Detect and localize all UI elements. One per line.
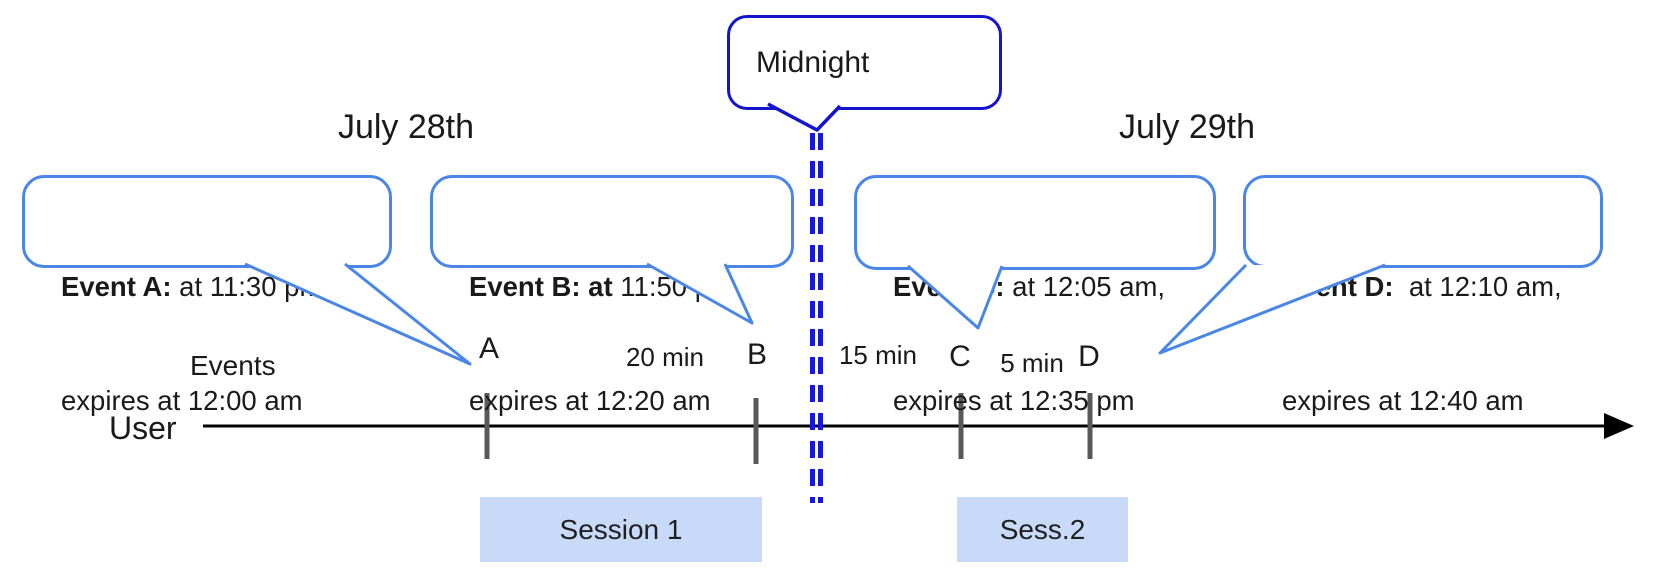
event-b-time: 11:50 pm, [612,271,741,302]
session-2-box: Sess.2 [957,497,1128,562]
event-d-title: Event D: [1282,271,1394,302]
mark-label-c: C [949,340,971,373]
event-c-title: Event C: [893,271,1005,302]
event-d-expiry: expires at 12:40 am [1282,385,1524,416]
midnight-callout: Midnight [727,15,1002,110]
mark-label-b: B [746,338,768,371]
event-d-line1: Event D: at 12:10 am, [1282,268,1600,306]
event-c-line1: Event C: at 12:05 am, [893,268,1213,306]
mark-label-a: A [478,332,500,365]
interval-label-20min: 20 min [625,342,705,372]
event-a-title: Event A: [61,271,172,302]
event-d-time: at 12:10 am, [1393,271,1562,302]
session-2-label: Sess.2 [999,513,1086,545]
session-1-box: Session 1 [480,497,762,562]
user-row-label: User [109,410,177,446]
event-b-expiry: expires at 12:20 am [469,385,711,416]
event-a-line1: Event A: at 11:30 pm, [61,268,389,306]
event-b-callout: Event B: at 11:50 pm, expires at 12:20 a… [430,175,794,416]
timeline-arrowhead-icon [1604,413,1634,439]
interval-label-15min: 15 min [838,340,918,370]
event-a-callout: Event A: at 11:30 pm, expires at 12:00 a… [22,175,392,416]
event-b-line1: Event B: at 11:50 pm, [469,268,791,306]
event-a-expiry: expires at 12:00 am [61,385,303,416]
mark-label-d: D [1078,340,1100,373]
day-title-july-28: July 28th [337,108,475,146]
event-c-callout: Event C: at 12:05 am, expires at 12:35 p… [854,175,1216,416]
event-b-title: Event B: at [469,271,613,302]
interval-label-5min: 5 min [1000,348,1064,378]
event-c-time: at 12:05 am, [1004,271,1166,302]
midnight-callout-label: Midnight [756,45,870,79]
event-a-time: at 11:30 pm, [171,271,331,302]
event-c-expiry: expires at 12:35 pm [893,385,1135,416]
events-row-label: Events [190,350,276,381]
event-d-callout: Event D: at 12:10 am, expires at 12:40 a… [1243,175,1603,416]
day-title-july-29: July 29th [1118,108,1256,146]
session-1-label: Session 1 [559,513,683,545]
